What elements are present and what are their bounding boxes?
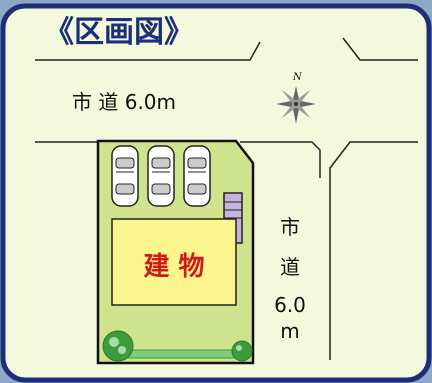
right-road-label-line-1: 市 (280, 215, 300, 239)
parked-car-1 (111, 145, 139, 207)
diagram-title: 《区画図》 (44, 15, 194, 50)
hedge-row (102, 330, 253, 362)
parked-car-2 (147, 145, 175, 207)
right-road-label-line-3: 6.0 (274, 293, 306, 317)
parking-area (111, 145, 211, 207)
right-road-edge-outer (329, 141, 418, 360)
top-road-corner-right (311, 141, 321, 178)
tree-right-icon (231, 340, 253, 362)
right-road-label-line-4: m (280, 319, 299, 343)
parked-car-3 (183, 145, 211, 207)
top-road-edge-upper-right (342, 37, 418, 61)
right-road-label: 市 道 6.0 m (274, 215, 306, 343)
right-road-label-line-2: 道 (280, 255, 300, 279)
top-road-edge-upper-left (35, 41, 261, 61)
building-label: 建 物 (143, 252, 204, 282)
compass-north-letter: N (292, 72, 303, 83)
building-footprint (111, 218, 237, 306)
north-compass-icon: N (276, 72, 316, 124)
top-road-label: 市 道 6.0m (72, 90, 176, 114)
tree-left-icon (102, 330, 134, 362)
